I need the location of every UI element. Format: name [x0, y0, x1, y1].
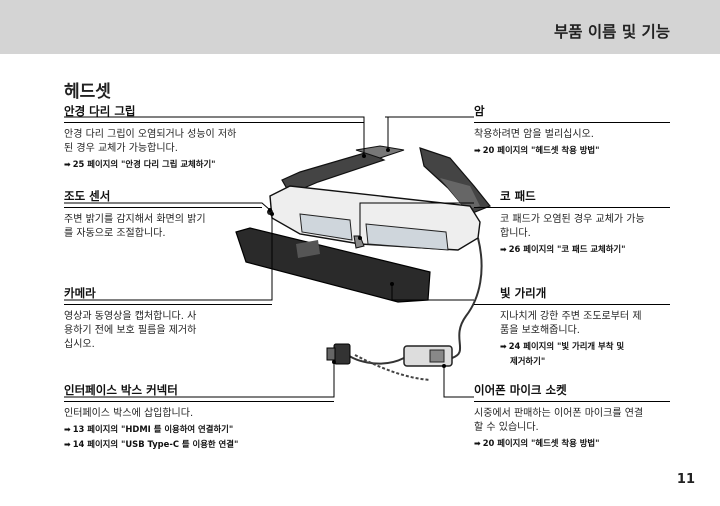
leader-camera [64, 214, 273, 301]
section-text: 합니다. [500, 228, 531, 239]
section-text: 십시오. [64, 339, 95, 350]
arrow-icon: ➡ [500, 342, 507, 351]
page-title: 헤드셋 [64, 82, 111, 102]
section-text: 지나치게 강한 주변 조도로부터 제 [500, 311, 642, 322]
section-temple-grip: 안경 다리 그립 안경 다리 그립이 오염되거나 성능이 저하 된 경우 교체가… [64, 103, 364, 171]
section-arm: 암 착용하려면 암을 벌리십시오. ➡20 페이지의 "헤드셋 착용 방법" [474, 103, 670, 157]
section-mic-socket: 이어폰 마이크 소켓 시중에서 판매하는 이어폰 마이크를 연결 할 수 있습니… [474, 382, 670, 450]
leader-mic [443, 366, 474, 398]
section-heading: 안경 다리 그립 [64, 103, 364, 123]
arrow-icon: ➡ [474, 146, 481, 155]
arrow-icon: ➡ [64, 160, 71, 169]
section-text: 된 경우 교체가 가능합니다. [64, 143, 178, 154]
arrow-icon: ➡ [64, 440, 71, 449]
section-heading: 암 [474, 103, 670, 123]
page-number: 11 [676, 472, 695, 487]
leader-iface [64, 362, 335, 398]
section-text: 주변 밝기를 감지해서 화면의 밝기 [64, 214, 206, 225]
section-text: 영상과 동영상을 캡처합니다. 사 [64, 311, 197, 322]
arrow-icon: ➡ [500, 245, 507, 254]
page-reference-link[interactable]: ➡24 페이지의 "빛 가리개 부착 및 [500, 341, 625, 351]
section-camera: 카메라 영상과 동영상을 캡처합니다. 사 용하기 전에 보호 필름을 제거하 … [64, 285, 272, 352]
section-nose-pad: 코 패드 코 패드가 오염된 경우 교체가 가능 합니다. ➡26 페이지의 "… [474, 188, 670, 256]
section-heading: 빛 가리개 [474, 285, 670, 305]
section-text: 품을 보호해줍니다. [500, 325, 580, 336]
section-illumination-sensor: 조도 센서 주변 밝기를 감지해서 화면의 밝기 를 자동으로 조절합니다. [64, 188, 262, 241]
leader-illum [64, 202, 271, 211]
arrow-icon: ➡ [474, 439, 481, 448]
section-heading: 카메라 [64, 285, 272, 305]
section-text: 를 자동으로 조절합니다. [64, 228, 166, 239]
leader-shade [391, 284, 474, 301]
section-text: 코 패드가 오염된 경우 교체가 가능 [500, 214, 645, 225]
section-text: 인터페이스 박스에 삽입합니다. [64, 408, 194, 419]
section-text: 용하기 전에 보호 필름을 제거하 [64, 325, 197, 336]
section-heading: 인터페이스 박스 커넥터 [64, 382, 334, 402]
page-reference-link[interactable]: 제거하기" [510, 356, 546, 366]
page-reference-link[interactable]: ➡25 페이지의 "안경 다리 그립 교체하기" [64, 159, 216, 169]
page-header: 부품 이름 및 기능 [0, 0, 720, 54]
header-title: 부품 이름 및 기능 [553, 23, 670, 41]
page-reference-link[interactable]: ➡13 페이지의 "HDMI 를 이용하여 연결하기" [64, 424, 234, 434]
page-reference-link[interactable]: ➡20 페이지의 "헤드셋 착용 방법" [474, 438, 600, 448]
mic-socket-shape [403, 345, 453, 367]
arrow-icon: ➡ [64, 425, 71, 434]
section-text: 할 수 있습니다. [474, 422, 539, 433]
page-reference-link[interactable]: ➡26 페이지의 "코 패드 교체하기" [500, 244, 626, 254]
section-heading: 조도 센서 [64, 188, 262, 208]
section-text: 시중에서 판매하는 이어폰 마이크를 연결 [474, 408, 644, 419]
section-light-shade: 빛 가리개 지나치게 강한 주변 조도로부터 제 품을 보호해줍니다. ➡24 … [474, 285, 670, 368]
interface-connector-shape [333, 343, 351, 365]
section-text: 안경 다리 그립이 오염되거나 성능이 저하 [64, 129, 237, 140]
section-text: 착용하려면 암을 벌리십시오. [474, 129, 594, 140]
section-heading: 이어폰 마이크 소켓 [474, 382, 670, 402]
leader-temple [64, 116, 365, 156]
section-interface-connector: 인터페이스 박스 커넥터 인터페이스 박스에 삽입합니다. ➡13 페이지의 "… [64, 382, 334, 451]
page-reference-link[interactable]: ➡20 페이지의 "헤드셋 착용 방법" [474, 145, 600, 155]
page-reference-link[interactable]: ➡14 페이지의 "USB Type-C 를 이용한 연결" [64, 439, 239, 449]
leader-nose [359, 202, 474, 238]
section-heading: 코 패드 [474, 188, 670, 208]
